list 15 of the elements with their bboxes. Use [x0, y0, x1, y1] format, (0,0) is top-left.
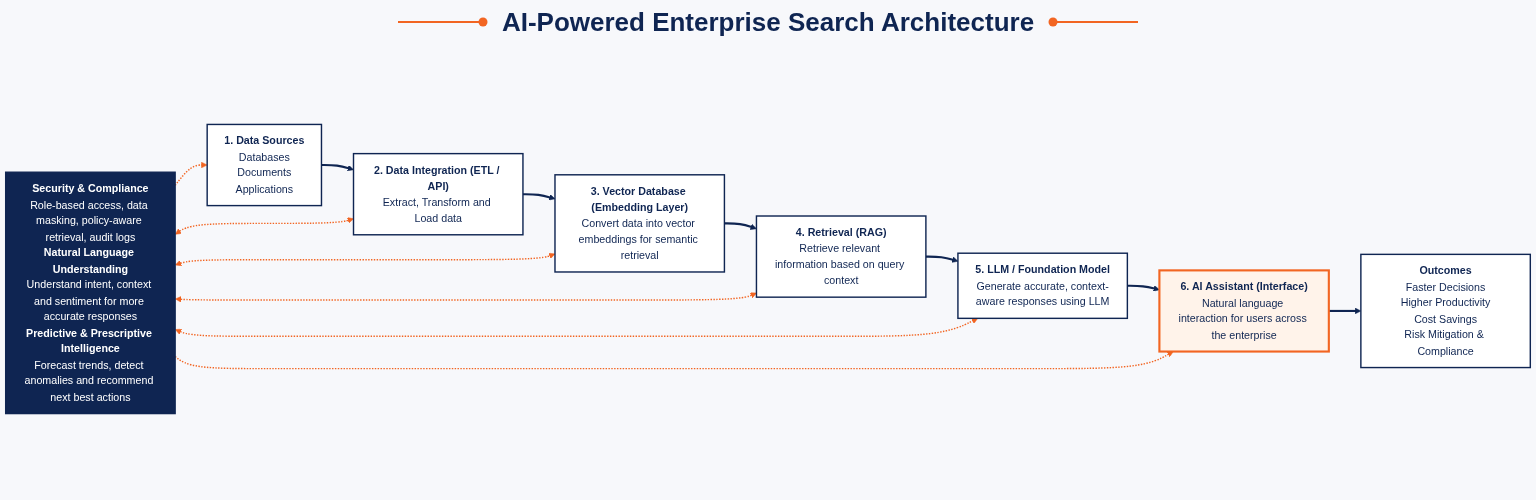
- diagram-title: AI-Powered Enterprise Search Architecture: [501, 6, 1035, 38]
- arrow: [175, 292, 757, 303]
- arrow: [175, 318, 978, 338]
- arrow: [321, 163, 354, 172]
- node-box: 3. Vector Database (Embedding Layer) Convert data into vector embeddings for semantic retrieval: [554, 174, 726, 273]
- node-box: 5. LLM / Foundation Model Generate accurate, context-aware responses using LLM: [957, 252, 1129, 320]
- node-box: 6. AI Assistant (Interface) Natural language interaction for users across the enterprise: [1158, 269, 1330, 353]
- node-box: 1. Data Sources Databases Documents Applications: [206, 123, 323, 207]
- node-box: 4. Retrieval (RAG) Retrieve relevant information based on query context: [755, 215, 927, 298]
- arrow: [724, 222, 757, 230]
- arrow: [1127, 284, 1160, 292]
- arrow: [175, 217, 354, 235]
- node-box: 2. Data Integration (ETL / API) Extract, Transform and Load data: [352, 152, 524, 236]
- node-box: Outcomes Faster Decisions Higher Productivity Cost Savings Risk Mitigation & Compliance: [1360, 253, 1531, 369]
- node-box: Security & Compliance Role-based access, data masking, policy-aware retrieval, audit logs Natural Language Understanding Understand intent, context and sentiment for more accurate responses Predictive & Prescriptive Intelligence Forecast trends, detect anomalies and recommend next best actions: [5, 171, 176, 415]
